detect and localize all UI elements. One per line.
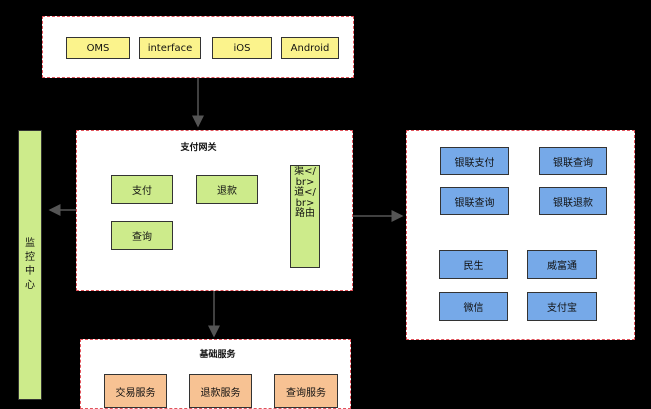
channel-weifutong: 威富通 xyxy=(527,250,597,279)
channel-unionpay-query-top: 银联查询 xyxy=(539,147,607,175)
gateway-refund: 退款 xyxy=(196,175,258,204)
monitor-char-1: 监 xyxy=(25,238,35,249)
basic-trade-service: 交易服务 xyxy=(104,374,167,408)
client-ios: iOS xyxy=(212,37,272,59)
client-android: Android xyxy=(281,37,339,59)
channel-route: 渠</br>道</br>路由 xyxy=(290,165,320,268)
basic-refund-service: 退款服务 xyxy=(189,374,252,408)
channel-minsheng: 民生 xyxy=(439,250,508,279)
channel-unionpay-refund: 银联退款 xyxy=(539,187,607,215)
channel-alipay: 支付宝 xyxy=(527,292,597,321)
monitor-center: 监 控 中 心 xyxy=(18,130,42,400)
monitor-char-3: 中 xyxy=(25,266,35,277)
gateway-title: 支付网关 xyxy=(180,143,217,153)
monitor-char-2: 控 xyxy=(25,252,35,263)
basic-query-service: 查询服务 xyxy=(274,374,338,408)
basic-services-title: 基础服务 xyxy=(199,350,236,360)
gateway-pay: 支付 xyxy=(111,175,173,204)
channel-wechat: 微信 xyxy=(439,292,508,321)
monitor-char-4: 心 xyxy=(25,280,35,291)
channel-unionpay-pay: 银联支付 xyxy=(440,147,509,175)
channel-unionpay-query-left: 银联查询 xyxy=(440,187,509,215)
gateway-query: 查询 xyxy=(111,221,173,250)
client-interface: interface xyxy=(139,37,201,59)
client-oms: OMS xyxy=(66,37,130,59)
